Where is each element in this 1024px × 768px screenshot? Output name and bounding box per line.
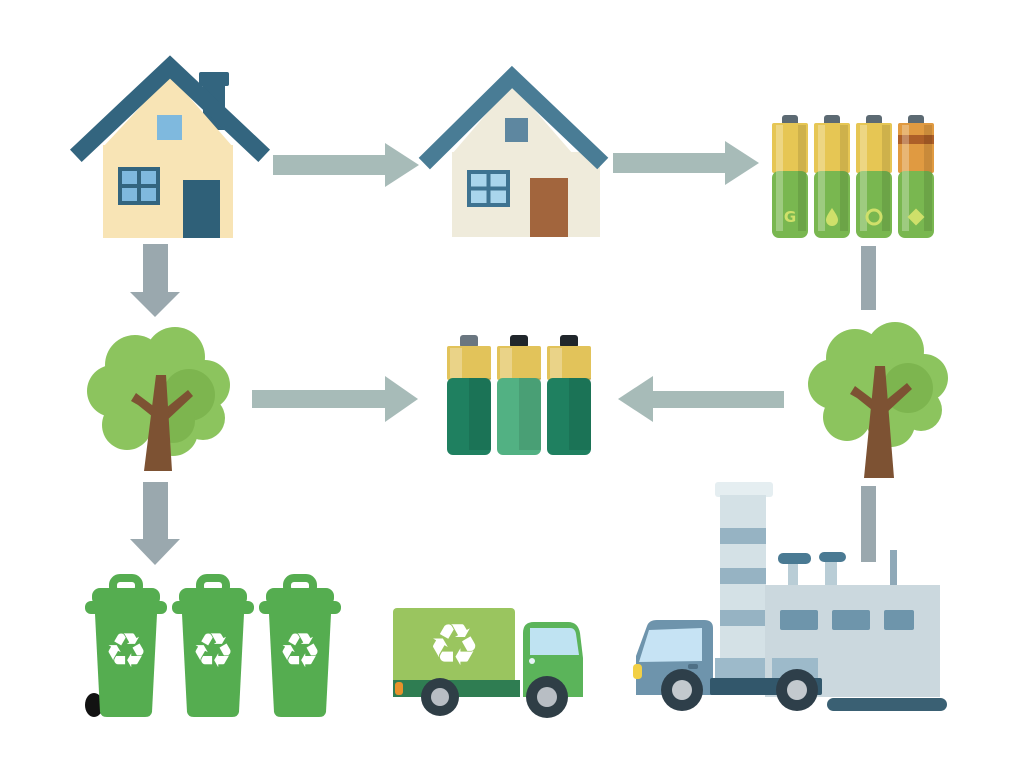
front-window xyxy=(118,167,160,205)
arrow-down-tree-to-bins xyxy=(130,482,180,565)
truck-cargo-box xyxy=(393,608,515,684)
gable xyxy=(103,75,233,147)
roof xyxy=(69,55,271,163)
arrow-down-tree-to-factory xyxy=(861,486,876,562)
battery-1 xyxy=(447,335,491,455)
bin-body xyxy=(95,614,157,717)
bin-3: ♻ xyxy=(259,574,341,717)
flatbed-truck-headlight xyxy=(633,664,642,679)
battery-1: G xyxy=(772,115,808,238)
factory-vent-2 xyxy=(819,552,846,585)
door xyxy=(183,180,220,238)
tree-trunk xyxy=(850,366,912,478)
bin-2: ♻ xyxy=(172,574,254,717)
recycled-batteries-icon xyxy=(447,335,591,455)
arrow-down-batteries-to-tree xyxy=(861,246,876,310)
bin-wheel xyxy=(85,693,103,717)
arrow-right-house1-to-house2 xyxy=(273,143,419,187)
flatbed-truck-wheels xyxy=(661,669,818,711)
factory-chimney xyxy=(715,482,773,673)
battery-4 xyxy=(898,115,934,238)
arrow-down-house1-to-tree xyxy=(130,244,180,317)
battery-3 xyxy=(547,335,591,455)
battery-diamond-glyph xyxy=(907,208,925,226)
factory-vent-1 xyxy=(778,553,811,585)
factory-pole xyxy=(890,550,897,585)
recycling-plant-icon xyxy=(633,482,947,711)
battery-2 xyxy=(814,115,850,238)
attic-window xyxy=(157,115,182,140)
attic-window xyxy=(505,118,528,142)
recycle-symbol: ♻ xyxy=(191,623,234,679)
tree-left-icon xyxy=(87,327,230,471)
new-batteries-icon: G xyxy=(772,115,934,238)
flatbed-truck-windshield xyxy=(639,628,702,662)
recycling-truck-icon: ♻ xyxy=(393,608,583,718)
battery-brand-glyph: G xyxy=(784,208,796,226)
tree-right-icon xyxy=(808,322,948,478)
bin-lid xyxy=(85,601,167,614)
house-1-icon xyxy=(69,55,271,238)
flatbed-truck-door-handle xyxy=(688,664,698,669)
truck-rear-light xyxy=(395,682,403,695)
arrow-left-tree-to-batteries xyxy=(618,376,784,422)
bin-lid xyxy=(172,601,254,614)
bin-lid xyxy=(259,601,341,614)
battery-ring-glyph xyxy=(865,208,883,226)
arrow-right-house2-to-batteries xyxy=(613,141,759,185)
bin-body xyxy=(269,614,331,717)
bin-body xyxy=(182,614,244,717)
house-2-icon xyxy=(418,65,609,237)
battery-2 xyxy=(497,335,541,455)
bin-1: ♻ xyxy=(85,574,167,717)
battery-3 xyxy=(856,115,892,238)
recycling-bins-icon: ♻ ♻ ♻ xyxy=(85,574,341,717)
truck-wheels xyxy=(421,676,568,718)
battery-drop-glyph xyxy=(826,208,838,226)
arrow-right-tree-to-batteries xyxy=(252,376,418,422)
roof xyxy=(418,65,609,170)
factory-windows xyxy=(780,610,914,630)
door xyxy=(530,178,568,237)
recycle-symbol: ♻ xyxy=(104,623,147,679)
front-window xyxy=(467,170,510,207)
truck-door-dot xyxy=(529,658,535,664)
recycle-symbol: ♻ xyxy=(428,611,480,679)
factory-base xyxy=(827,698,947,711)
recycle-symbol: ♻ xyxy=(278,623,321,679)
truck-windshield xyxy=(530,628,579,655)
tree-trunk xyxy=(131,375,193,471)
